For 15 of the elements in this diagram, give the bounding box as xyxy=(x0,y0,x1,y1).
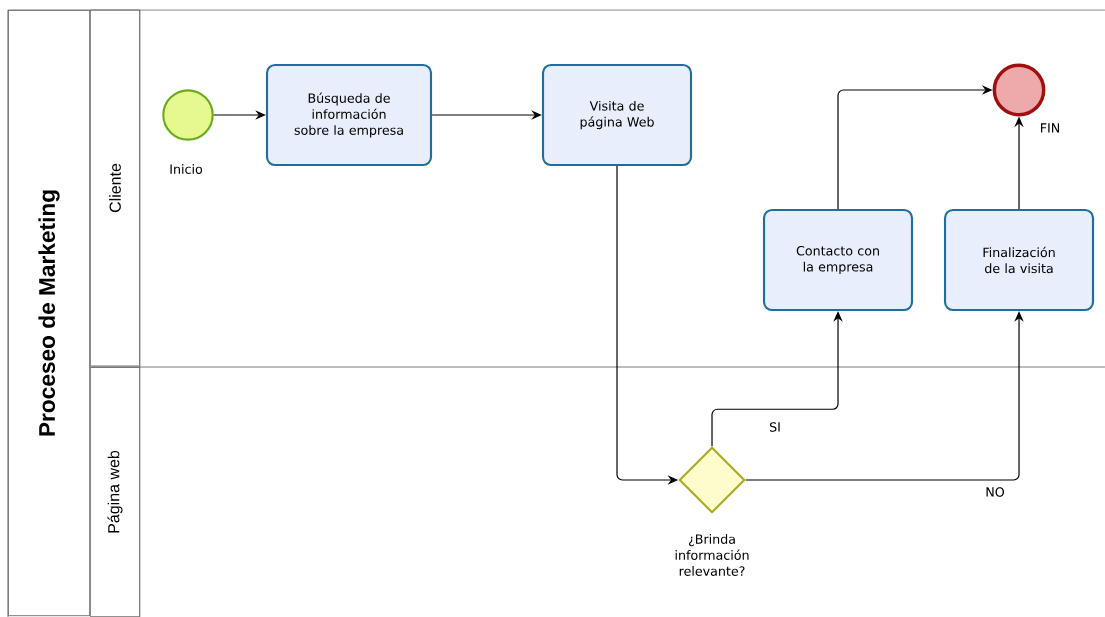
task-box: Finalización de la visita xyxy=(943,208,1095,312)
node-caption: Inicio xyxy=(170,164,203,174)
task-box: Visita de página Web xyxy=(541,63,693,167)
node-caption: FIN xyxy=(1041,123,1060,133)
edge-label: SI xyxy=(767,420,783,434)
task-box: Contacto con la empresa xyxy=(762,208,914,312)
decision-diamond xyxy=(678,446,746,514)
lane-header: Página web xyxy=(89,366,141,617)
task-box: Búsqueda de información sobre la empresa xyxy=(265,63,433,167)
start-event-circle xyxy=(162,89,214,141)
node-caption: ¿Brinda información relevante? xyxy=(675,534,749,576)
edge-label: NO xyxy=(983,485,1007,499)
end-event-circle xyxy=(992,63,1046,117)
lane-header: Cliente xyxy=(89,9,141,367)
pool-title-band: Proceseo de Marketing xyxy=(7,9,91,617)
